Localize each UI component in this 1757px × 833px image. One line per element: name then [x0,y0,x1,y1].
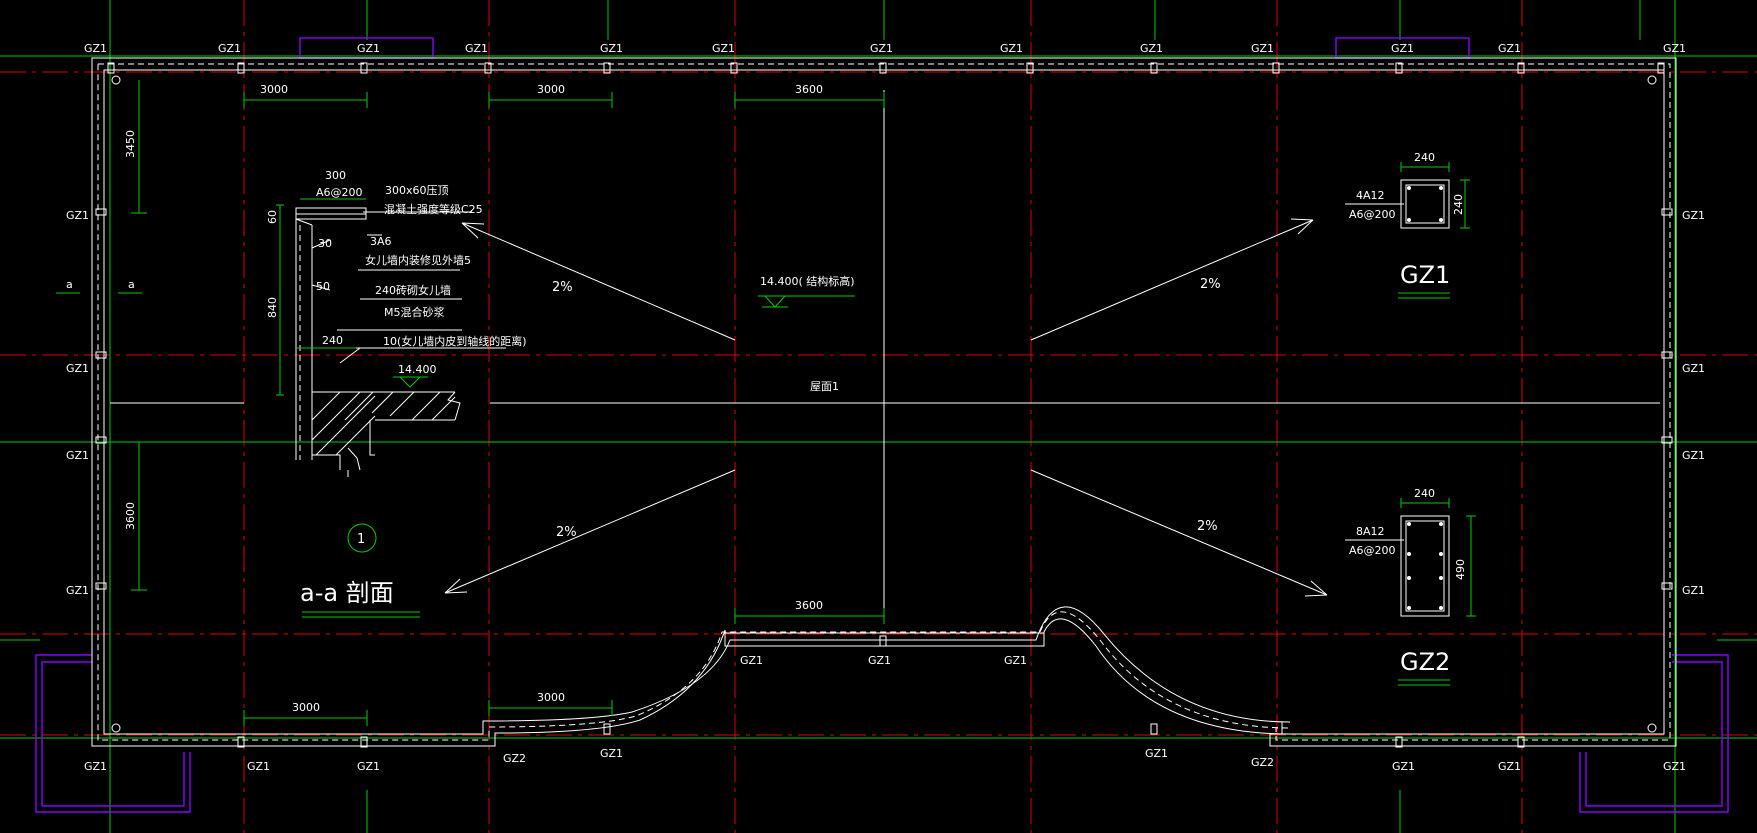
gz1-dim-width: 240 [1414,151,1435,164]
section-mark-a-left: a [66,278,73,291]
gz-label-top-3: GZ1 [357,42,380,55]
section-coping: 300x60压顶 [385,184,449,197]
gz-label-bottom-9: GZ1 [1498,760,1521,773]
dim-top-1: 3000 [260,83,288,96]
section-mark-a-right: a [128,278,135,291]
section-dim-240: 240 [322,334,343,347]
section-mark-number: 1 [357,532,365,547]
gz-label-bottom-3: GZ1 [357,760,380,773]
parapet-wall [91,57,1677,748]
section-dim-840: 840 [266,297,279,318]
section-hatch [311,391,456,456]
gz2-main-bar: 8A12 [1356,525,1385,538]
section-rebar-side: 3A6 [370,235,392,248]
gz-label-top-8: GZ1 [1000,42,1023,55]
gz-label-top-12: GZ1 [1498,42,1521,55]
gz-label-top-10: GZ1 [1251,42,1274,55]
gz2-column-detail [1345,498,1476,617]
section-note10: 10(女儿墙内皮到轴线的距离) [383,334,527,348]
gz-label-top-2: GZ1 [218,42,241,55]
gz1-title: GZ1 [1400,261,1450,289]
slope-label-se: 2% [1197,519,1218,534]
gz-label-bottom-1: GZ1 [84,760,107,773]
gz-label-bottom-8: GZ1 [1392,760,1415,773]
gz-label-top-7: GZ1 [870,42,893,55]
gz-label-top-1: GZ1 [84,42,107,55]
roof-label: 屋面1 [810,380,839,393]
dim-top-2: 3000 [537,83,565,96]
dim-left-2: 3600 [124,502,137,530]
gz-label-right-2: GZ1 [1682,362,1705,375]
gz-label-right-4: GZ1 [1682,584,1705,597]
gz2-dim-height: 490 [1454,559,1467,580]
dim-bottom-2: 3000 [537,691,565,704]
slope-label-ne: 2% [1200,277,1221,292]
gz-label-bottom-7: GZ2 [1251,756,1274,769]
parapet-section-detail [276,198,506,477]
gz-label-left-3: GZ1 [66,449,89,462]
gz1-stirrup: A6@200 [1349,208,1396,221]
section-title: a-a 剖面 [300,579,394,607]
gz-label-right-3: GZ1 [1682,449,1705,462]
section-plaster: 女儿墙内装修见外墙5 [365,253,471,267]
slope-label-nw: 2% [552,280,573,295]
slope-arrows [444,218,1328,597]
gz-label-top-6: GZ1 [712,42,735,55]
gz-label-top-5: GZ1 [600,42,623,55]
section-mortar: M5混合砂浆 [384,305,445,319]
dimension-lines [56,80,885,726]
roof-lines [110,90,1660,620]
gz-label-left-4: GZ1 [66,584,89,597]
section-mark-circle [347,523,377,553]
elevation-label: 14.400( 结构标高) [760,274,855,288]
gz2-dim-width: 240 [1414,487,1435,500]
gz-label-right-1: GZ1 [1682,209,1705,222]
section-elevation: 14.400 [398,363,437,376]
section-dimension-lines [276,198,366,396]
gz2-title: GZ2 [1400,648,1450,676]
gz-label-top-11: GZ1 [1391,42,1414,55]
section-dim-50: 50 [316,280,330,293]
section-dim-30: 30 [318,237,332,250]
elevation-mark [758,295,855,308]
dim-left-1: 3450 [124,130,137,158]
gz2-stirrup: A6@200 [1349,544,1396,557]
column-ticks [95,62,1673,748]
gz-label-top-13: GZ1 [1663,42,1686,55]
gz-label-bottom-2: GZ1 [247,760,270,773]
gz-label-bottom-4: GZ2 [503,752,526,765]
dim-notch: 3600 [795,599,823,612]
gz-label-bottom-6: GZ1 [1145,747,1168,760]
gz1-dim-height: 240 [1452,194,1465,215]
section-concrete: 混凝土强度等级C25 [384,202,483,216]
section-wall: 240砖砌女儿墙 [375,283,451,297]
dim-top-3: 3600 [795,83,823,96]
section-rebar-top: A6@200 [316,186,363,199]
slope-label-sw: 2% [556,525,577,540]
gz-label-bottom-10: GZ1 [1663,760,1686,773]
section-dim-60: 60 [266,210,279,224]
gz-label-left-1: GZ1 [66,209,89,222]
dim-bottom-1: 3000 [292,701,320,714]
section-dim-300: 300 [325,169,346,182]
gz-label-left-2: GZ1 [66,362,89,375]
gz-label-notch-1: GZ1 [740,654,763,667]
gz1-column-detail [1345,162,1470,229]
gz-label-notch-2: GZ1 [868,654,891,667]
gz1-main-bar: 4A12 [1356,189,1385,202]
section-leader-lines [311,211,506,388]
gz-label-top-4: GZ1 [465,42,488,55]
gz-label-notch-3: GZ1 [1004,654,1027,667]
gz-label-top-9: GZ1 [1140,42,1163,55]
column-labels: GZ1 GZ1 GZ1 GZ1 GZ1 GZ1 GZ1 GZ1 GZ1 GZ1 … [66,42,1705,773]
gz-label-bottom-5: GZ1 [600,747,623,760]
